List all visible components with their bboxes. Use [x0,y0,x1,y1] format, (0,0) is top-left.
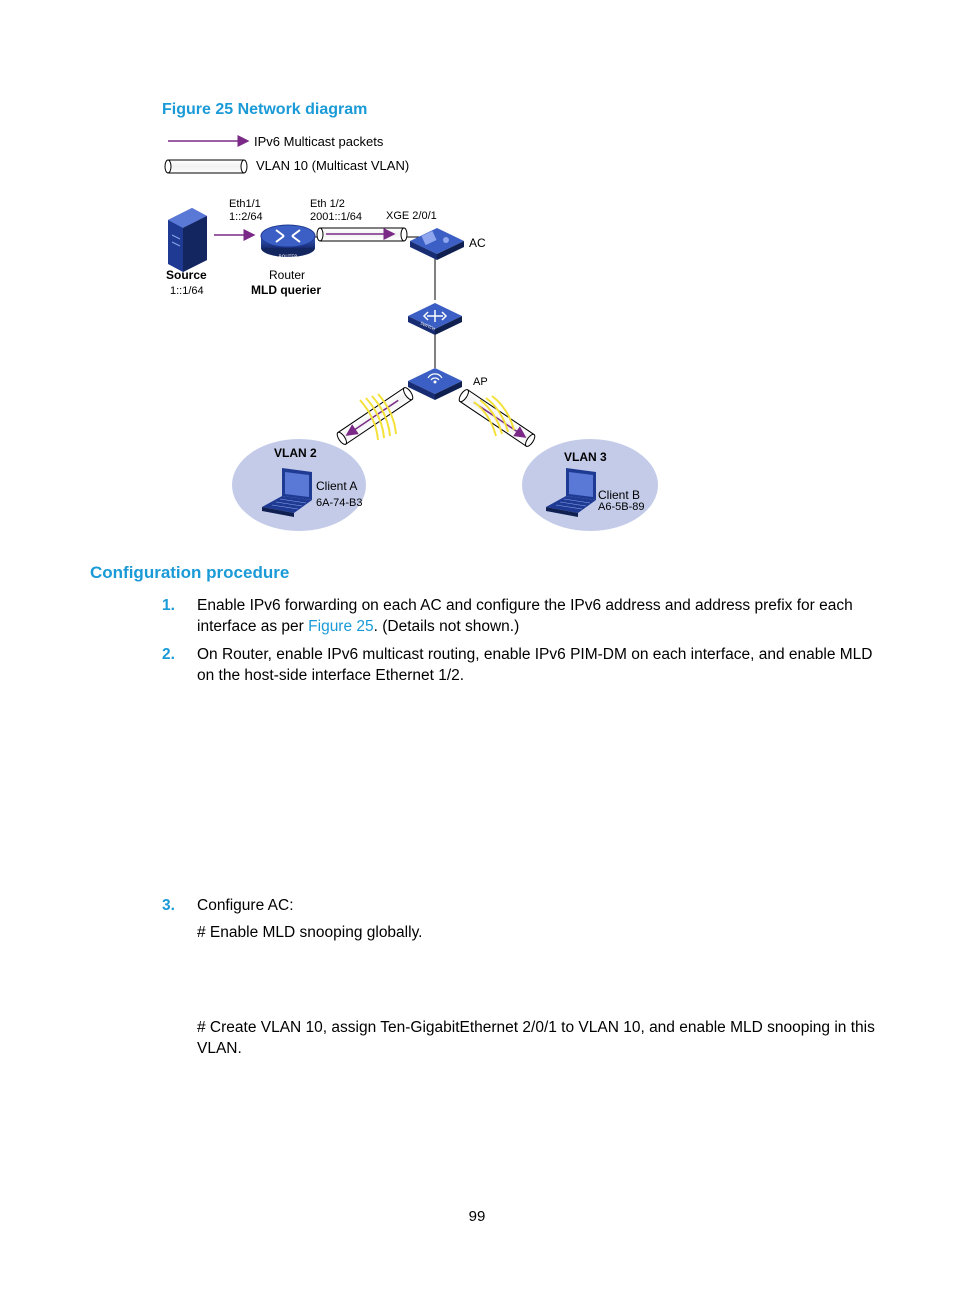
client-a-label: Client A [316,479,358,493]
router-if2-name: Eth 1/2 [310,198,345,210]
figure-link[interactable]: Figure 25 [308,618,374,635]
switch-icon-text: SWITCH [420,320,436,331]
router-if1-address: 1::2/64 [229,211,263,223]
legend-vlan-tube [164,159,248,174]
ac-interface-label: XGE 2/0/1 [386,210,437,222]
comment-enable-mld: # Enable MLD snooping globally. [197,924,423,941]
figure-title: Figure 25 Network diagram [162,101,368,118]
server-icon [168,208,207,272]
access-controller-icon [410,228,464,260]
router-if1-name: Eth1/1 [229,198,261,210]
step-text: On Router, enable IPv6 multicast routing… [197,646,873,684]
legend-vlan-label: VLAN 10 (Multicast VLAN) [256,158,410,173]
step-text: Configure AC: [197,897,294,914]
network-diagram: ROUTER SWITCH [164,135,658,531]
access-point-icon [408,368,462,400]
router-role-label: MLD querier [251,283,322,297]
ap-label: AP [473,376,488,388]
step-number: 1. [162,597,175,614]
step-number: 3. [162,897,175,914]
vlan2-label: VLAN 2 [274,446,317,460]
page-number: 99 [468,1208,486,1225]
source-address: 1::1/64 [170,285,204,297]
switch-icon: SWITCH [408,303,462,335]
laptop-icon [262,468,312,517]
client-a-mac: 6A-74-B3 [316,497,363,509]
router-icon: ROUTER [260,224,316,260]
comment-create-vlan: # Create VLAN 10, assign Ten-GigabitEthe… [197,1019,875,1057]
client-b-label: Client B [598,488,641,502]
ac-label: AC [469,236,486,250]
step-text: Enable IPv6 forwarding on each AC and co… [197,597,853,635]
vlan3-label: VLAN 3 [564,450,607,464]
wireless-tube-right [458,389,536,447]
wireless-tube-left [336,387,414,445]
step-number: 2. [162,646,175,663]
legend-packets-label: IPv6 Multicast packets [254,134,384,149]
router-label: Router [269,268,306,282]
vlan-tube-router-ac [316,227,408,242]
laptop-icon [546,468,596,517]
source-label: Source [166,268,207,282]
client-b-mac: A6-5B-89 [598,501,645,513]
router-icon-text: ROUTER [279,254,298,260]
router-if2-address: 2001::1/64 [310,211,362,223]
section-heading: Configuration procedure [90,563,290,582]
